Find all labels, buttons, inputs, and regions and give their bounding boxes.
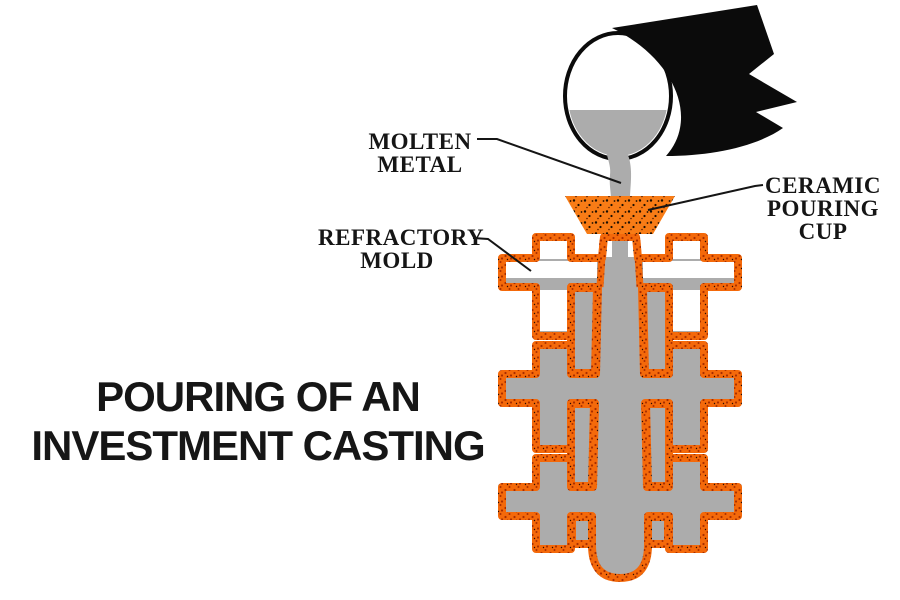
- sprue-side-shell: [596, 239, 644, 288]
- label-ceramic-cup-line2: POURING: [766, 196, 880, 221]
- pour-stream: [605, 130, 632, 199]
- label-molten-metal: MOLTEN METAL: [345, 130, 495, 176]
- ladle-handle: [612, 5, 797, 156]
- mold-shell-outline: [498, 233, 742, 582]
- sprue-stream-metal: [612, 230, 628, 280]
- label-refractory-mold-line1: REFRACTORY: [318, 225, 485, 250]
- label-molten-metal-line2: METAL: [377, 152, 463, 177]
- label-ceramic-pouring-cup: CERAMIC POURING CUP: [752, 174, 894, 243]
- unfilled-cavity-top-tier: [505, 234, 735, 331]
- label-molten-metal-line1: MOLTEN: [368, 129, 472, 154]
- page-title-line1: POURING OF AN: [96, 373, 421, 420]
- leader-lines: [472, 138, 764, 272]
- label-ceramic-cup-line1: CERAMIC: [765, 173, 881, 198]
- leader-ceramic-cup: [647, 184, 764, 211]
- page-title-line2: INVESTMENT CASTING: [31, 422, 485, 470]
- label-ceramic-cup-line3: CUP: [798, 219, 848, 244]
- ladle-group: [563, 5, 797, 199]
- refractory-mold-tree: [498, 230, 742, 582]
- ceramic-pouring-cup: [565, 196, 675, 234]
- page-title: POURING OF AN INVESTMENT CASTING: [12, 372, 504, 470]
- leader-refractory-mold: [472, 237, 532, 272]
- label-refractory-mold-line2: MOLD: [360, 248, 434, 273]
- label-refractory-mold: REFRACTORY MOLD: [318, 225, 485, 273]
- leader-molten-metal: [477, 138, 622, 184]
